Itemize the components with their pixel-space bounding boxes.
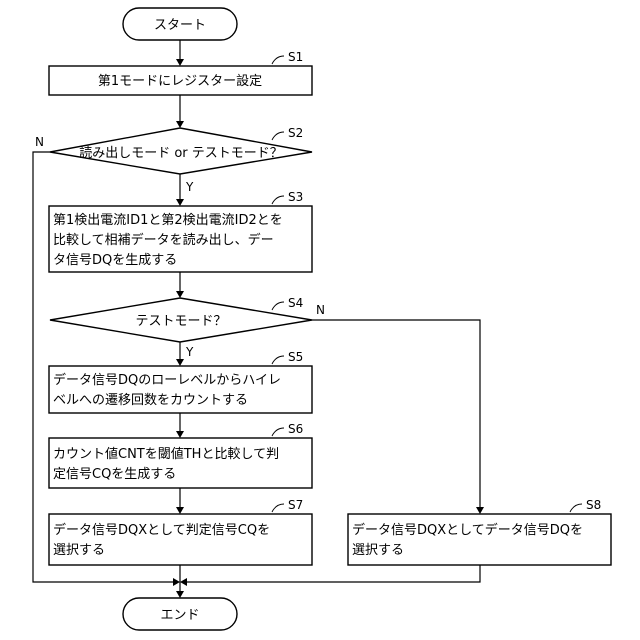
step-s5-line-1: データ信号DQのローレベルからハイレ <box>53 372 281 388</box>
arrowhead <box>176 431 184 438</box>
step-s7-label: S7 <box>288 498 303 512</box>
decision-s2-text: 読み出しモード or テストモード？ <box>79 145 283 161</box>
decision-s4-text: テストモード？ <box>135 314 226 329</box>
end-terminal: エンド <box>123 598 237 630</box>
step-s5-line-2: ベルへの遷移回数をカウントする <box>53 393 248 408</box>
decision-s2-label: S2 <box>288 126 303 140</box>
arrowhead <box>180 578 187 586</box>
arrowhead <box>176 121 184 128</box>
step-s7-line-1: データ信号DQXとして判定信号CQを <box>53 522 270 538</box>
decision-s4-label: S4 <box>288 296 303 310</box>
connector-s8-merge <box>186 565 480 582</box>
arrowhead <box>176 591 184 598</box>
end-label: エンド <box>160 608 199 623</box>
decision-s2-yes-label: Y <box>185 180 194 194</box>
arrowhead <box>176 59 184 66</box>
step-s1-text: 第1モードにレジスター設定 <box>98 73 262 89</box>
decision-s4-no-label: N <box>316 303 325 317</box>
decision-s2-no-label: N <box>35 135 44 149</box>
step-s3-line-2: 比較して相補データを読み出し、デー <box>53 232 274 248</box>
step-s5-label: S5 <box>288 350 303 364</box>
decision-s4: テストモード？ S4 N Y <box>50 296 325 359</box>
step-s6-line-1: カウント値CNTを閾値THと比較して判 <box>53 446 279 462</box>
step-s3-label: S3 <box>288 190 303 204</box>
start-terminal: スタート <box>123 8 237 40</box>
step-label-leader <box>272 132 284 140</box>
step-s6-line-2: 定信号CQを生成する <box>53 467 176 482</box>
step-label-leader <box>272 302 284 310</box>
step-s3-line-1: 第1検出電流ID1と第2検出電流ID2とを <box>53 213 283 228</box>
step-label-leader <box>272 428 284 436</box>
step-s8-label: S8 <box>586 498 601 512</box>
step-s8-line-1: データ信号DQXとしてデータ信号DQを <box>352 522 583 538</box>
arrowhead <box>476 507 484 514</box>
decision-s2: 読み出しモード or テストモード？ S2 N Y <box>35 126 312 194</box>
step-s3-line-3: タ信号DQを生成する <box>53 253 177 268</box>
step-s1-label: S1 <box>288 50 303 64</box>
step-label-leader <box>272 56 284 64</box>
arrowhead <box>176 359 184 366</box>
step-s7-line-2: 選択する <box>53 543 105 558</box>
step-label-leader <box>570 504 582 512</box>
step-label-leader <box>272 356 284 364</box>
connector-s4-no-branch <box>312 320 480 508</box>
step-s8-line-2: 選択する <box>352 543 404 558</box>
arrowhead <box>176 291 184 298</box>
arrowhead <box>176 199 184 206</box>
start-label: スタート <box>154 18 206 33</box>
step-label-leader <box>272 504 284 512</box>
arrowhead <box>173 578 180 586</box>
arrowhead <box>176 507 184 514</box>
step-label-leader <box>272 196 284 204</box>
step-s6-label: S6 <box>288 422 303 436</box>
decision-s4-yes-label: Y <box>185 345 194 359</box>
